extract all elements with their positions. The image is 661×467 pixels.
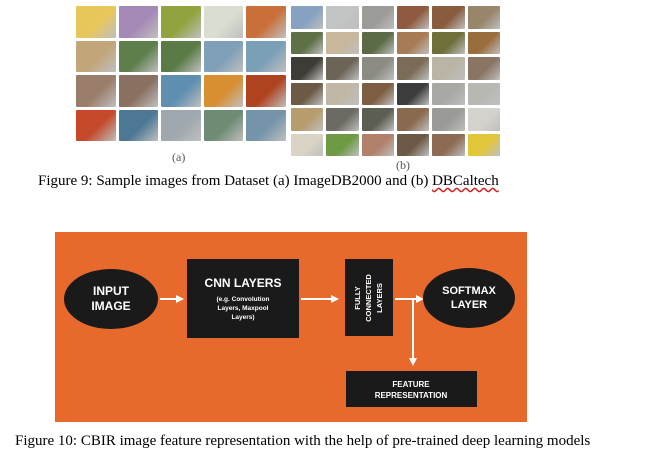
fc-node-label-line3: LAYERS [375, 283, 384, 313]
sample-image-thumbnail [467, 82, 500, 105]
sample-image-thumbnail [467, 57, 500, 80]
sample-image-thumbnail [161, 75, 201, 107]
spellcheck-underlined-word: DBCaltech [432, 173, 499, 189]
feature-representation-node: FEATURE REPRESENTATION [346, 371, 477, 407]
sample-image-thumbnail [326, 31, 359, 54]
sample-image-thumbnail [246, 6, 286, 38]
cbir-pipeline-diagram: INPUT IMAGE CNN LAYERS (e.g. Convolution… [55, 232, 527, 422]
sample-image-thumbnail [326, 108, 359, 131]
sample-image-thumbnail [246, 109, 286, 141]
sample-image-thumbnail [361, 6, 394, 29]
softmax-node-label-line2: LAYER [451, 299, 487, 311]
sample-image-thumbnail [361, 82, 394, 105]
sample-image-thumbnail [76, 75, 116, 107]
sample-image-thumbnail [326, 133, 359, 156]
sample-image-thumbnail [291, 108, 324, 131]
sample-image-thumbnail [161, 40, 201, 72]
dataset-b-image-grid [291, 6, 500, 156]
sample-image-thumbnail [76, 40, 116, 72]
fc-node-label-line1: FULLY [353, 286, 362, 309]
sample-image-thumbnail [203, 6, 244, 38]
sample-image-thumbnail [246, 40, 286, 72]
sample-image-thumbnail [291, 133, 324, 156]
input-node-label-line1: INPUT [93, 284, 130, 298]
sample-image-thumbnail [467, 108, 500, 131]
sample-image-thumbnail [161, 109, 201, 141]
dataset-a-image-grid [76, 6, 286, 141]
sample-image-thumbnail [432, 57, 465, 80]
sample-image-thumbnail [396, 57, 430, 80]
figure-9-caption: Figure 9: Sample images from Dataset (a)… [38, 173, 499, 190]
sample-image-thumbnail [467, 133, 500, 156]
sample-image-thumbnail [396, 6, 430, 29]
sample-image-thumbnail [432, 31, 465, 54]
sample-image-thumbnail [291, 57, 324, 80]
sample-image-thumbnail [203, 109, 244, 141]
sample-image-thumbnail [432, 108, 465, 131]
subfigure-b-label: (b) [396, 158, 410, 172]
sample-image-thumbnail [467, 6, 500, 29]
sample-image-thumbnail [326, 57, 359, 80]
figure-9-caption-text: Figure 9: Sample images from Dataset (a)… [38, 173, 433, 189]
sample-image-thumbnail [291, 82, 324, 105]
cnn-node-subtitle-line2: Layers, Maxpool [218, 305, 269, 312]
input-node-label-line2: IMAGE [91, 299, 130, 313]
sample-image-thumbnail [361, 31, 394, 54]
fully-connected-node: FULLY CONNECTED LAYERS [345, 259, 393, 336]
subfigure-a-label: (a) [172, 150, 186, 164]
figure-10-caption: Figure 10: CBIR image feature representa… [15, 433, 591, 449]
sample-image-thumbnail [118, 40, 159, 72]
sample-image-thumbnail [432, 133, 465, 156]
feature-node-label-line2: REPRESENTATION [375, 391, 448, 400]
sample-image-thumbnail [118, 109, 159, 141]
sample-image-thumbnail [118, 75, 159, 107]
sample-image-thumbnail [326, 82, 359, 105]
sample-image-thumbnail [467, 31, 500, 54]
sample-image-thumbnail [396, 31, 430, 54]
sample-image-thumbnail [291, 6, 324, 29]
sample-image-thumbnail [361, 57, 394, 80]
sample-image-thumbnail [396, 133, 430, 156]
sample-image-thumbnail [246, 75, 286, 107]
cnn-node-title: CNN LAYERS [205, 276, 282, 290]
sample-image-thumbnail [203, 40, 244, 72]
softmax-node-label-line1: SOFTMAX [442, 285, 496, 297]
sample-image-thumbnail [361, 133, 394, 156]
sample-image-thumbnail [76, 6, 116, 38]
input-image-node: INPUT IMAGE [64, 269, 158, 329]
sample-image-thumbnail [396, 108, 430, 131]
fc-node-label-line2: CONNECTED [364, 274, 373, 322]
sample-image-thumbnail [161, 6, 201, 38]
sample-image-thumbnail [203, 75, 244, 107]
sample-image-thumbnail [76, 109, 116, 141]
softmax-layer-node: SOFTMAX LAYER [423, 268, 515, 328]
sample-image-thumbnail [396, 82, 430, 105]
sample-image-thumbnail [118, 6, 159, 38]
sample-image-thumbnail [361, 108, 394, 131]
cnn-node-subtitle-line3: Layers) [231, 314, 254, 321]
cnn-node-subtitle-line1: (e.g. Convolution [216, 296, 269, 303]
feature-node-label-line1: FEATURE [392, 380, 430, 389]
sample-image-thumbnail [432, 82, 465, 105]
sample-image-thumbnail [432, 6, 465, 29]
sample-image-thumbnail [291, 31, 324, 54]
sample-image-thumbnail [326, 6, 359, 29]
cnn-layers-node: CNN LAYERS (e.g. Convolution Layers, Max… [187, 259, 299, 338]
